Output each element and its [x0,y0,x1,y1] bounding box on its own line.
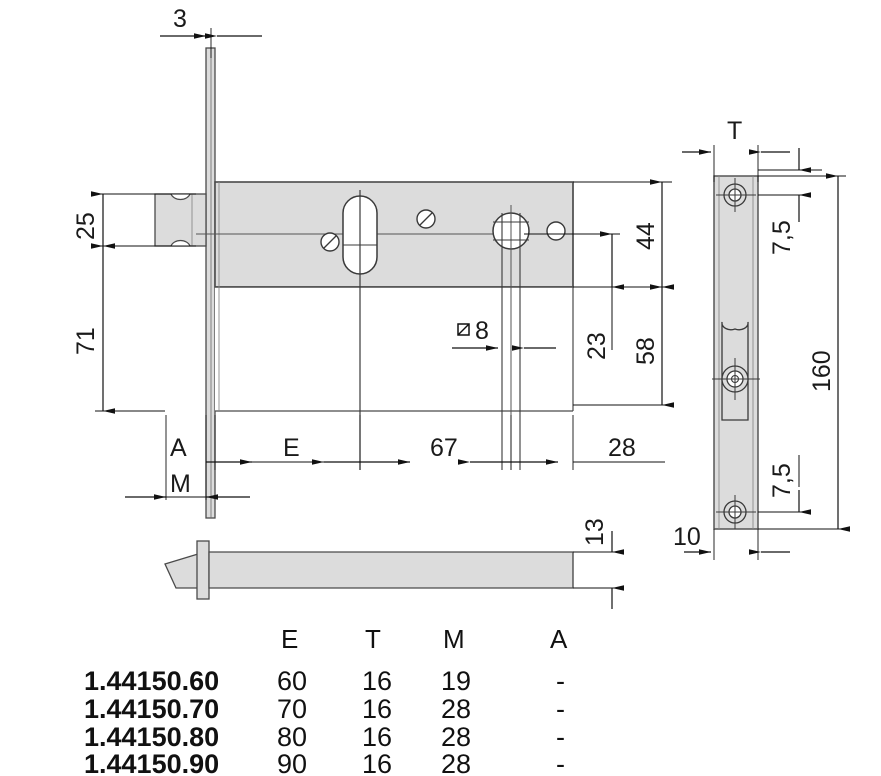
dim-label-25: 25 [72,212,100,240]
table-header-T: T [365,624,381,654]
table-cell-part: 1.44150.70 [84,694,219,724]
dimension-right-58: 58 [573,284,674,408]
table-cell-T: 16 [362,694,392,724]
dim-label-44: 44 [632,222,660,250]
dim-label-3: 3 [173,5,187,33]
dim-label-8: 8 [475,317,489,345]
dim-label-71: 71 [72,327,100,355]
latch-bolt-head [154,193,207,247]
faceplate-screw-bottom [716,495,756,529]
table-cell-A: - [556,722,565,752]
dim-label-T: T [727,117,742,145]
table-header-M: M [443,624,465,654]
table-cell-M: 28 [441,749,471,776]
dim-label-75-bottom: 7,5 [768,463,796,498]
table-header-A: A [550,624,568,654]
bolt-body [208,551,574,589]
dimension-side-160: 160 [758,173,850,532]
screw-hole-top [416,209,436,229]
spindle-hole [492,205,530,470]
table-cell-M: 19 [441,666,471,696]
faceplate-screw-top [716,178,756,212]
dim-label-67: 67 [430,434,458,462]
dimension-side-75-bottom: 7,5 [758,455,811,515]
dimension-bottom-chain: A M E 67 28 [125,415,665,500]
table-cell-E: 80 [277,722,307,752]
table-cell-M: 28 [441,722,471,752]
table-cell-A: - [556,666,565,696]
table-cell-E: 60 [277,666,307,696]
table-cell-A: - [556,749,565,776]
dim-label-160: 160 [808,350,836,392]
front-view: 3 25 71 44 23 [72,5,674,519]
table-cell-part: 1.44150.90 [84,749,219,776]
dim-label-23: 23 [583,332,611,360]
dimension-left-71: 71 [72,243,165,414]
screw-hole-left [320,232,340,252]
dimension-bottom-13: 13 [573,518,624,609]
table-cell-E: 90 [277,749,307,776]
dim-label-10: 10 [673,523,701,551]
faceplate-plate [713,175,759,530]
dimension-side-75-top: 7,5 [758,148,822,255]
dim-label-13: 13 [581,518,609,546]
faceplate-side-view: T 7,5 160 7,5 [673,117,850,560]
table-cell-part: 1.44150.80 [84,722,219,752]
table-cell-E: 70 [277,694,307,724]
table-cell-part: 1.44150.60 [84,666,219,696]
part-variants-table: E T M A 1.44150.60 60 16 19 - 1.44150.70… [84,624,568,776]
dimension-right-23: 23 [524,231,624,360]
small-round-hole [546,221,566,241]
dimension-left-25: 25 [72,191,196,249]
bottom-view: 13 [164,518,624,609]
bolt-faceplate [196,540,210,600]
dim-label-E: E [283,434,300,462]
table-row: 1.44150.60 60 16 19 - [84,666,565,696]
table-row: 1.44150.70 70 16 28 - [84,694,565,724]
table-cell-T: 16 [362,749,392,776]
table-cell-T: 16 [362,666,392,696]
dimension-top-thickness: 3 [160,5,262,58]
faceplate-screw-middle [712,358,760,400]
table-cell-T: 16 [362,722,392,752]
dim-label-A: A [170,434,187,462]
dim-label-75-top: 7,5 [768,220,796,255]
dimension-right-44: 44 [573,179,674,290]
table-row: 1.44150.80 80 16 28 - [84,722,565,752]
dimension-spindle-8: 8 [452,317,556,351]
square-symbol-icon [457,323,470,336]
dim-label-28: 28 [608,434,636,462]
dim-label-58: 58 [632,337,660,365]
table-cell-M: 28 [441,694,471,724]
dim-label-M: M [170,470,191,498]
table-row: 1.44150.90 90 16 28 - [84,749,565,776]
table-header-E: E [281,624,298,654]
faceplate-strip [205,47,216,519]
dimension-side-10: 10 [673,523,790,560]
table-cell-A: - [556,694,565,724]
